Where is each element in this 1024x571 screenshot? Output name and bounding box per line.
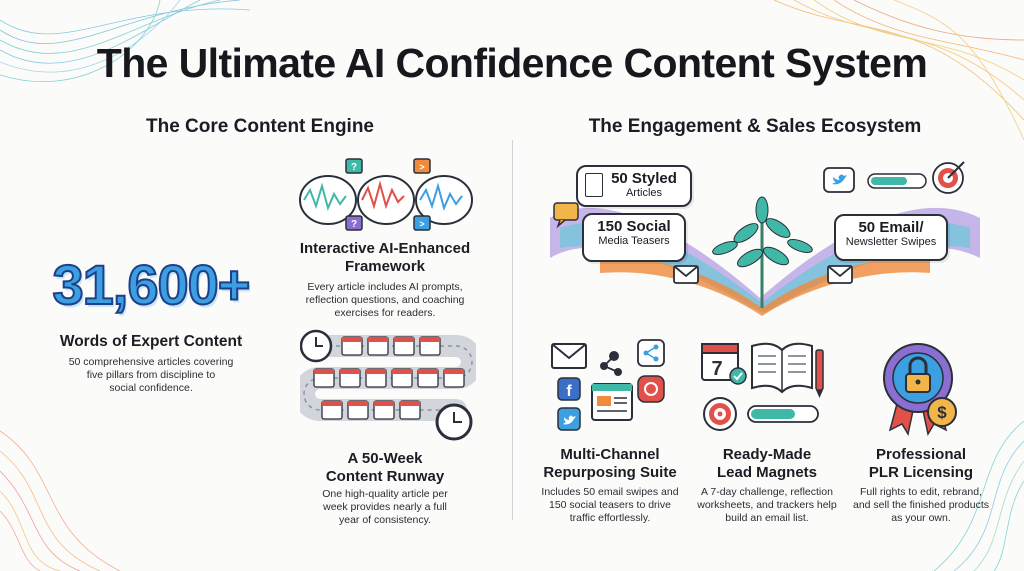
twitter-icon	[557, 407, 581, 431]
plr-licensing-icons: $	[883, 343, 957, 437]
tracker-progress-fill	[751, 409, 795, 419]
ai-brain-illustration: ? > ? >	[299, 158, 473, 231]
plr-licensing-title: Professional PLR Licensing	[868, 446, 974, 481]
right-section-heading: The Engagement & Sales Ecosystem	[588, 116, 922, 137]
instagram-icon	[637, 375, 665, 403]
svg-text:f: f	[566, 383, 572, 400]
clock-icon	[300, 329, 473, 441]
corner-wave-bottom-right	[933, 421, 1024, 571]
social-teasers-card: 150 Social Media Teasers	[582, 213, 686, 262]
left-section-heading: The Core Content Engine	[146, 116, 374, 137]
twitter-icon	[823, 167, 855, 193]
content-runway-illustration	[300, 329, 476, 441]
share-icon	[600, 339, 665, 376]
svg-text:$: $	[937, 403, 947, 422]
repurposing-description: Includes 50 email swipes and 150 social …	[541, 486, 679, 524]
repurposing-title: Multi-Channel Repurposing Suite	[543, 446, 677, 481]
document-icon	[585, 173, 603, 197]
chat-icon	[553, 202, 579, 229]
svg-text:>: >	[419, 219, 424, 229]
lead-magnets-description: A 7-day challenge, reflection worksheets…	[697, 486, 837, 524]
corner-wave-top-left	[0, 0, 250, 82]
page-title: The Ultimate AI Confidence Content Syste…	[96, 40, 928, 86]
corner-wave-bottom-left	[0, 430, 121, 571]
book-icon	[751, 342, 813, 394]
dollar-icon: $	[927, 397, 957, 427]
corner-wave-top-right	[774, 0, 1024, 141]
calendar-day-number: 7	[711, 358, 722, 380]
pen-icon	[815, 349, 824, 398]
lead-magnets-title: Ready-Made Lead Magnets	[716, 446, 818, 481]
calendar-icon	[313, 336, 465, 420]
brain-icon	[299, 175, 473, 225]
calendar-icon: 7	[701, 343, 747, 385]
target-icon	[932, 161, 965, 194]
chat-icon: ? > ? >	[345, 158, 431, 231]
styled-articles-card: 50 Styled Articles	[576, 165, 692, 207]
repurposing-icons: f	[551, 339, 665, 431]
framework-title: Interactive AI-Enhanced Framework	[299, 240, 471, 275]
lead-magnet-icons: 7	[701, 342, 824, 431]
email-swipes-card: 50 Email/ Newsletter Swipes	[834, 214, 948, 261]
svg-text:>: >	[419, 162, 424, 172]
svg-text:?: ?	[351, 162, 357, 173]
target-icon	[703, 397, 737, 431]
envelope-icon	[673, 265, 853, 284]
framework-description: Every article includes AI prompts, refle…	[305, 281, 465, 319]
plr-licensing-description: Full rights to edit, rebrand, and sell t…	[852, 486, 989, 524]
column-divider	[512, 140, 513, 520]
runway-title: A 50-Week Content Runway	[325, 450, 445, 485]
word-count-stat: 31,600+	[52, 252, 252, 317]
envelope-icon	[551, 343, 587, 369]
facebook-icon: f	[557, 377, 581, 401]
runway-description: One high-quality article per week provid…	[322, 488, 448, 526]
lock-icon	[905, 356, 931, 393]
svg-text:?: ?	[351, 219, 357, 230]
word-count-description: 50 comprehensive articles covering five …	[68, 356, 234, 394]
word-count-label: Words of Expert Content	[59, 333, 243, 350]
